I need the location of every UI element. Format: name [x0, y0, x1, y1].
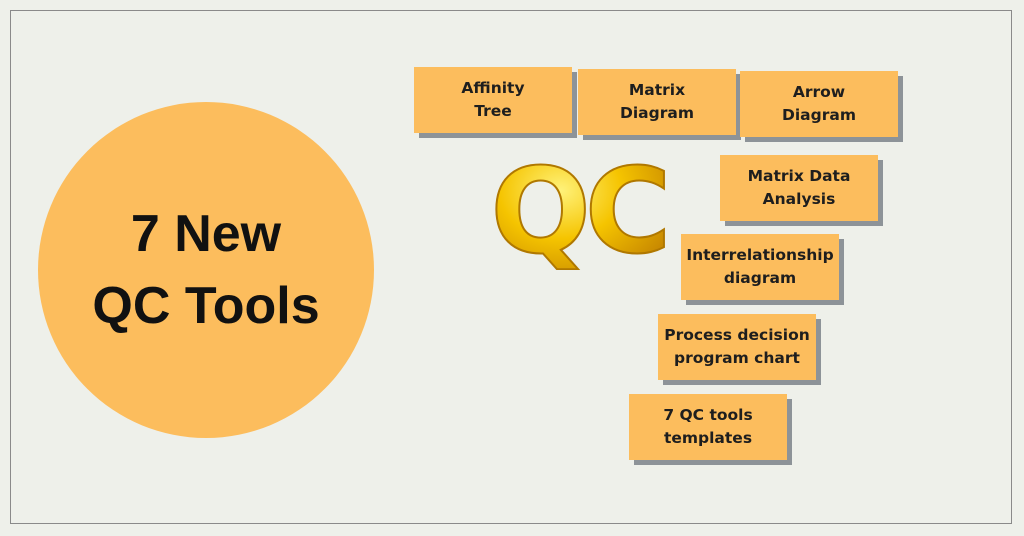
- title-line-2: QC Tools: [92, 277, 320, 335]
- title-circle: 7 New QC Tools: [38, 102, 374, 438]
- qc-balloon-logo: QC: [490, 150, 673, 270]
- tool-matrix-data-analysis: Matrix Data Analysis: [720, 155, 878, 221]
- qc-logo-text: QC: [491, 150, 666, 270]
- title-line-1: 7 New: [130, 205, 282, 263]
- tool-interrelationship-diagram: Interrelationship diagram: [681, 234, 839, 300]
- border-frame: [10, 10, 1012, 524]
- tool-matrix-diagram: Matrix Diagram: [578, 69, 736, 135]
- tool-process-decision-program-chart: Process decision program chart: [658, 314, 816, 380]
- tool-templates: 7 QC tools templates: [629, 394, 787, 460]
- tool-arrow-diagram: Arrow Diagram: [740, 71, 898, 137]
- tool-affinity-tree: Affinity Tree: [414, 67, 572, 133]
